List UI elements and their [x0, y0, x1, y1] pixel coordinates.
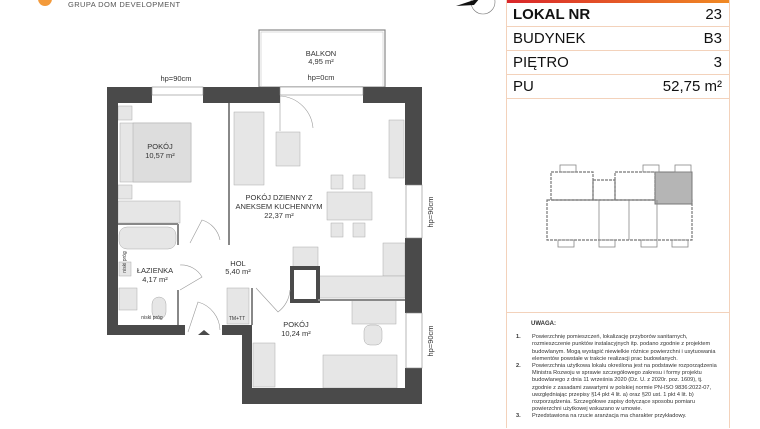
label: LOKAL NR — [513, 6, 591, 23]
pokoj2-area: 10,24 m² — [281, 329, 311, 338]
niski-prog-2: niski próg — [122, 251, 128, 273]
note-text: Powierzchnię pomieszczeń, lokalizację pr… — [532, 334, 716, 362]
dzienny-name2: ANEKSEM KUCHENNYM — [235, 202, 322, 211]
windows — [151, 86, 423, 369]
niski-prog-1: niski próg — [141, 315, 163, 321]
hol-name: HOL — [230, 259, 245, 268]
kitchen-column — [290, 266, 320, 303]
floor-plan: BALKON 4,95 m² hp=0cm hp=90cm POKÓJ 10,5… — [107, 0, 496, 404]
hp-right-2: hp=90cm — [426, 325, 435, 356]
note-number: 1. — [516, 334, 521, 341]
balkon-area: 4,95 m² — [308, 57, 334, 66]
dzienny-area: 22,37 m² — [264, 211, 294, 220]
pokoj1-name: POKÓJ — [147, 142, 173, 151]
pokoj1-area: 10,57 m² — [145, 151, 175, 160]
value: 23 — [705, 6, 722, 23]
dzienny-name1: POKÓJ DZIENNY Z — [246, 193, 313, 202]
interior-walls — [118, 103, 405, 325]
value: B3 — [703, 30, 722, 47]
tm-label: TM+TT — [229, 316, 245, 322]
row-lokal: LOKAL NR 23 — [507, 3, 729, 27]
balkon-hp: hp=0cm — [308, 73, 335, 82]
pokoj2-name: POKÓJ — [283, 320, 309, 329]
brand-tagline: GRUPA DOM DEVELOPMENT — [68, 0, 181, 9]
lazienka-area: 4,17 m² — [142, 275, 168, 284]
note-text: Powierzchnia użytkowa lokalu określona j… — [532, 363, 717, 413]
hp-top: hp=90cm — [160, 74, 191, 83]
highlighted-unit — [654, 171, 693, 205]
note-item: 3. Przedstawiona na rzucie aranżacja ma c… — [507, 413, 729, 420]
hp-right-1: hp=90cm — [426, 196, 435, 227]
logo — [38, 0, 52, 6]
note-text: Przedstawiona na rzucie aranżacja ma cha… — [532, 413, 687, 420]
notes: UWAGA: 1. Powierzchnię pomieszczeń, lokal… — [507, 312, 729, 429]
balkon-name: BALKON — [306, 49, 336, 58]
note-item: 1. Powierzchnię pomieszczeń, lokalizację … — [507, 334, 729, 363]
compass-icon — [456, 0, 496, 15]
exterior-walls — [107, 87, 422, 404]
entrance-arrow-icon — [198, 330, 210, 335]
furniture — [117, 105, 406, 389]
row-pietro: PIĘTRO 3 — [507, 51, 729, 75]
lazienka-name: ŁAZIENKA — [137, 266, 173, 275]
accent-bar — [507, 0, 729, 3]
row-budynek: BUDYNEK B3 — [507, 27, 729, 51]
row-pu: PU 52,75 m² — [507, 75, 729, 99]
notes-title: UWAGA: — [531, 321, 556, 327]
key-plan — [546, 164, 693, 248]
value: 3 — [713, 54, 722, 71]
door-swings — [179, 95, 314, 333]
note-item: 2. Powierzchnia użytkowa lokalu określona… — [507, 363, 729, 413]
label: PU — [513, 78, 534, 95]
hol-area: 5,40 m² — [225, 267, 251, 276]
value: 52,75 m² — [662, 78, 722, 95]
label: PIĘTRO — [513, 54, 569, 71]
note-number: 3. — [516, 413, 521, 420]
note-number: 2. — [516, 363, 521, 370]
label: BUDYNEK — [513, 30, 586, 47]
